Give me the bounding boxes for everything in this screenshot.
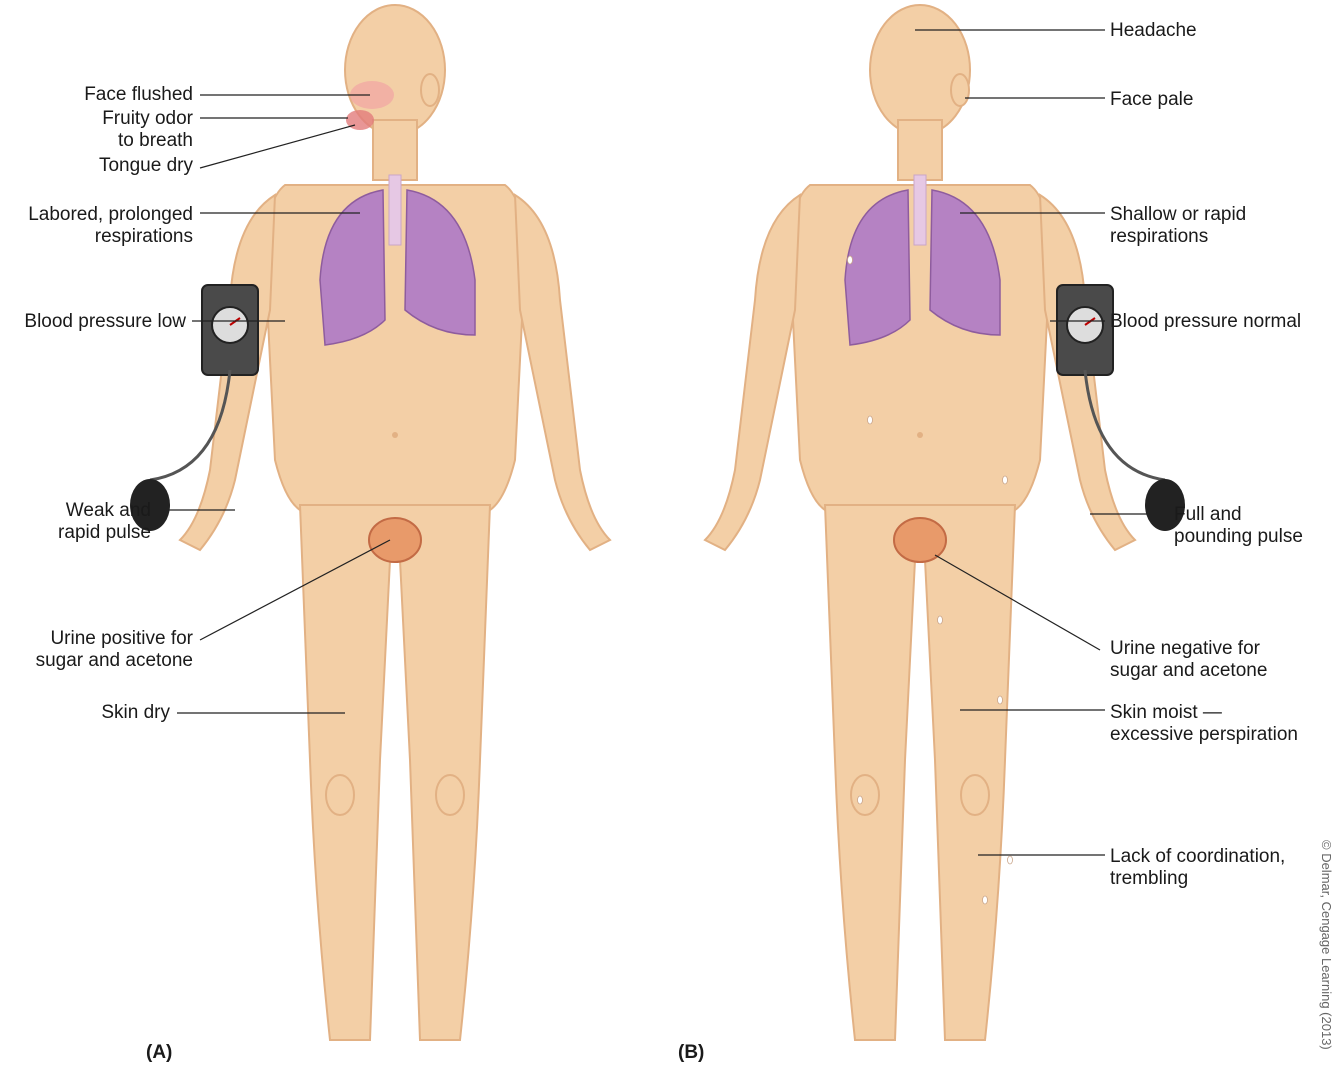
label-lack-coordination: Lack of coordination, trembling <box>1110 846 1285 890</box>
sweat-drop <box>1003 476 1008 484</box>
sweat-drop <box>858 796 863 804</box>
label-skin-moist: Skin moist — excessive perspiration <box>1110 702 1298 746</box>
label-full-pulse: Full and pounding pulse <box>1174 504 1303 548</box>
bladder-b <box>894 518 946 562</box>
label-face-pale: Face pale <box>1110 89 1193 111</box>
navel-a <box>392 432 398 438</box>
sweat-drop <box>868 416 873 424</box>
label-headache: Headache <box>1110 20 1197 42</box>
copyright-credit: © Delmar, Cengage Learning (2013) <box>1319 840 1334 1050</box>
label-fruity-odor: Fruity odor to breath <box>102 108 193 152</box>
bladder-a <box>369 518 421 562</box>
label-weak-pulse: Weak and rapid pulse <box>58 500 151 544</box>
label-skin-dry: Skin dry <box>101 702 170 724</box>
label-tongue-dry: Tongue dry <box>99 155 193 177</box>
trachea-b <box>914 175 926 245</box>
label-urine-negative: Urine negative for sugar and acetone <box>1110 638 1267 682</box>
label-face-flushed: Face flushed <box>84 84 193 106</box>
navel-b <box>917 432 923 438</box>
sweat-drop <box>848 256 853 264</box>
label-labored-respirations: Labored, prolonged respirations <box>28 204 193 248</box>
label-bp-low: Blood pressure low <box>24 311 186 333</box>
sweat-drop <box>938 616 943 624</box>
sweat-drop <box>1008 856 1013 864</box>
leader-tongue-dry <box>200 125 355 168</box>
sweat-drop <box>983 896 988 904</box>
panel-label-b: (B) <box>678 1042 704 1064</box>
panel-label-a: (A) <box>146 1042 172 1064</box>
sweat-drop <box>998 696 1003 704</box>
label-shallow-respirations: Shallow or rapid respirations <box>1110 204 1246 248</box>
label-urine-positive: Urine positive for sugar and acetone <box>36 628 193 672</box>
label-bp-normal: Blood pressure normal <box>1110 311 1301 333</box>
mouth-a <box>346 110 374 130</box>
ear-a <box>421 74 439 106</box>
ear-b <box>951 74 969 106</box>
trachea-a <box>389 175 401 245</box>
